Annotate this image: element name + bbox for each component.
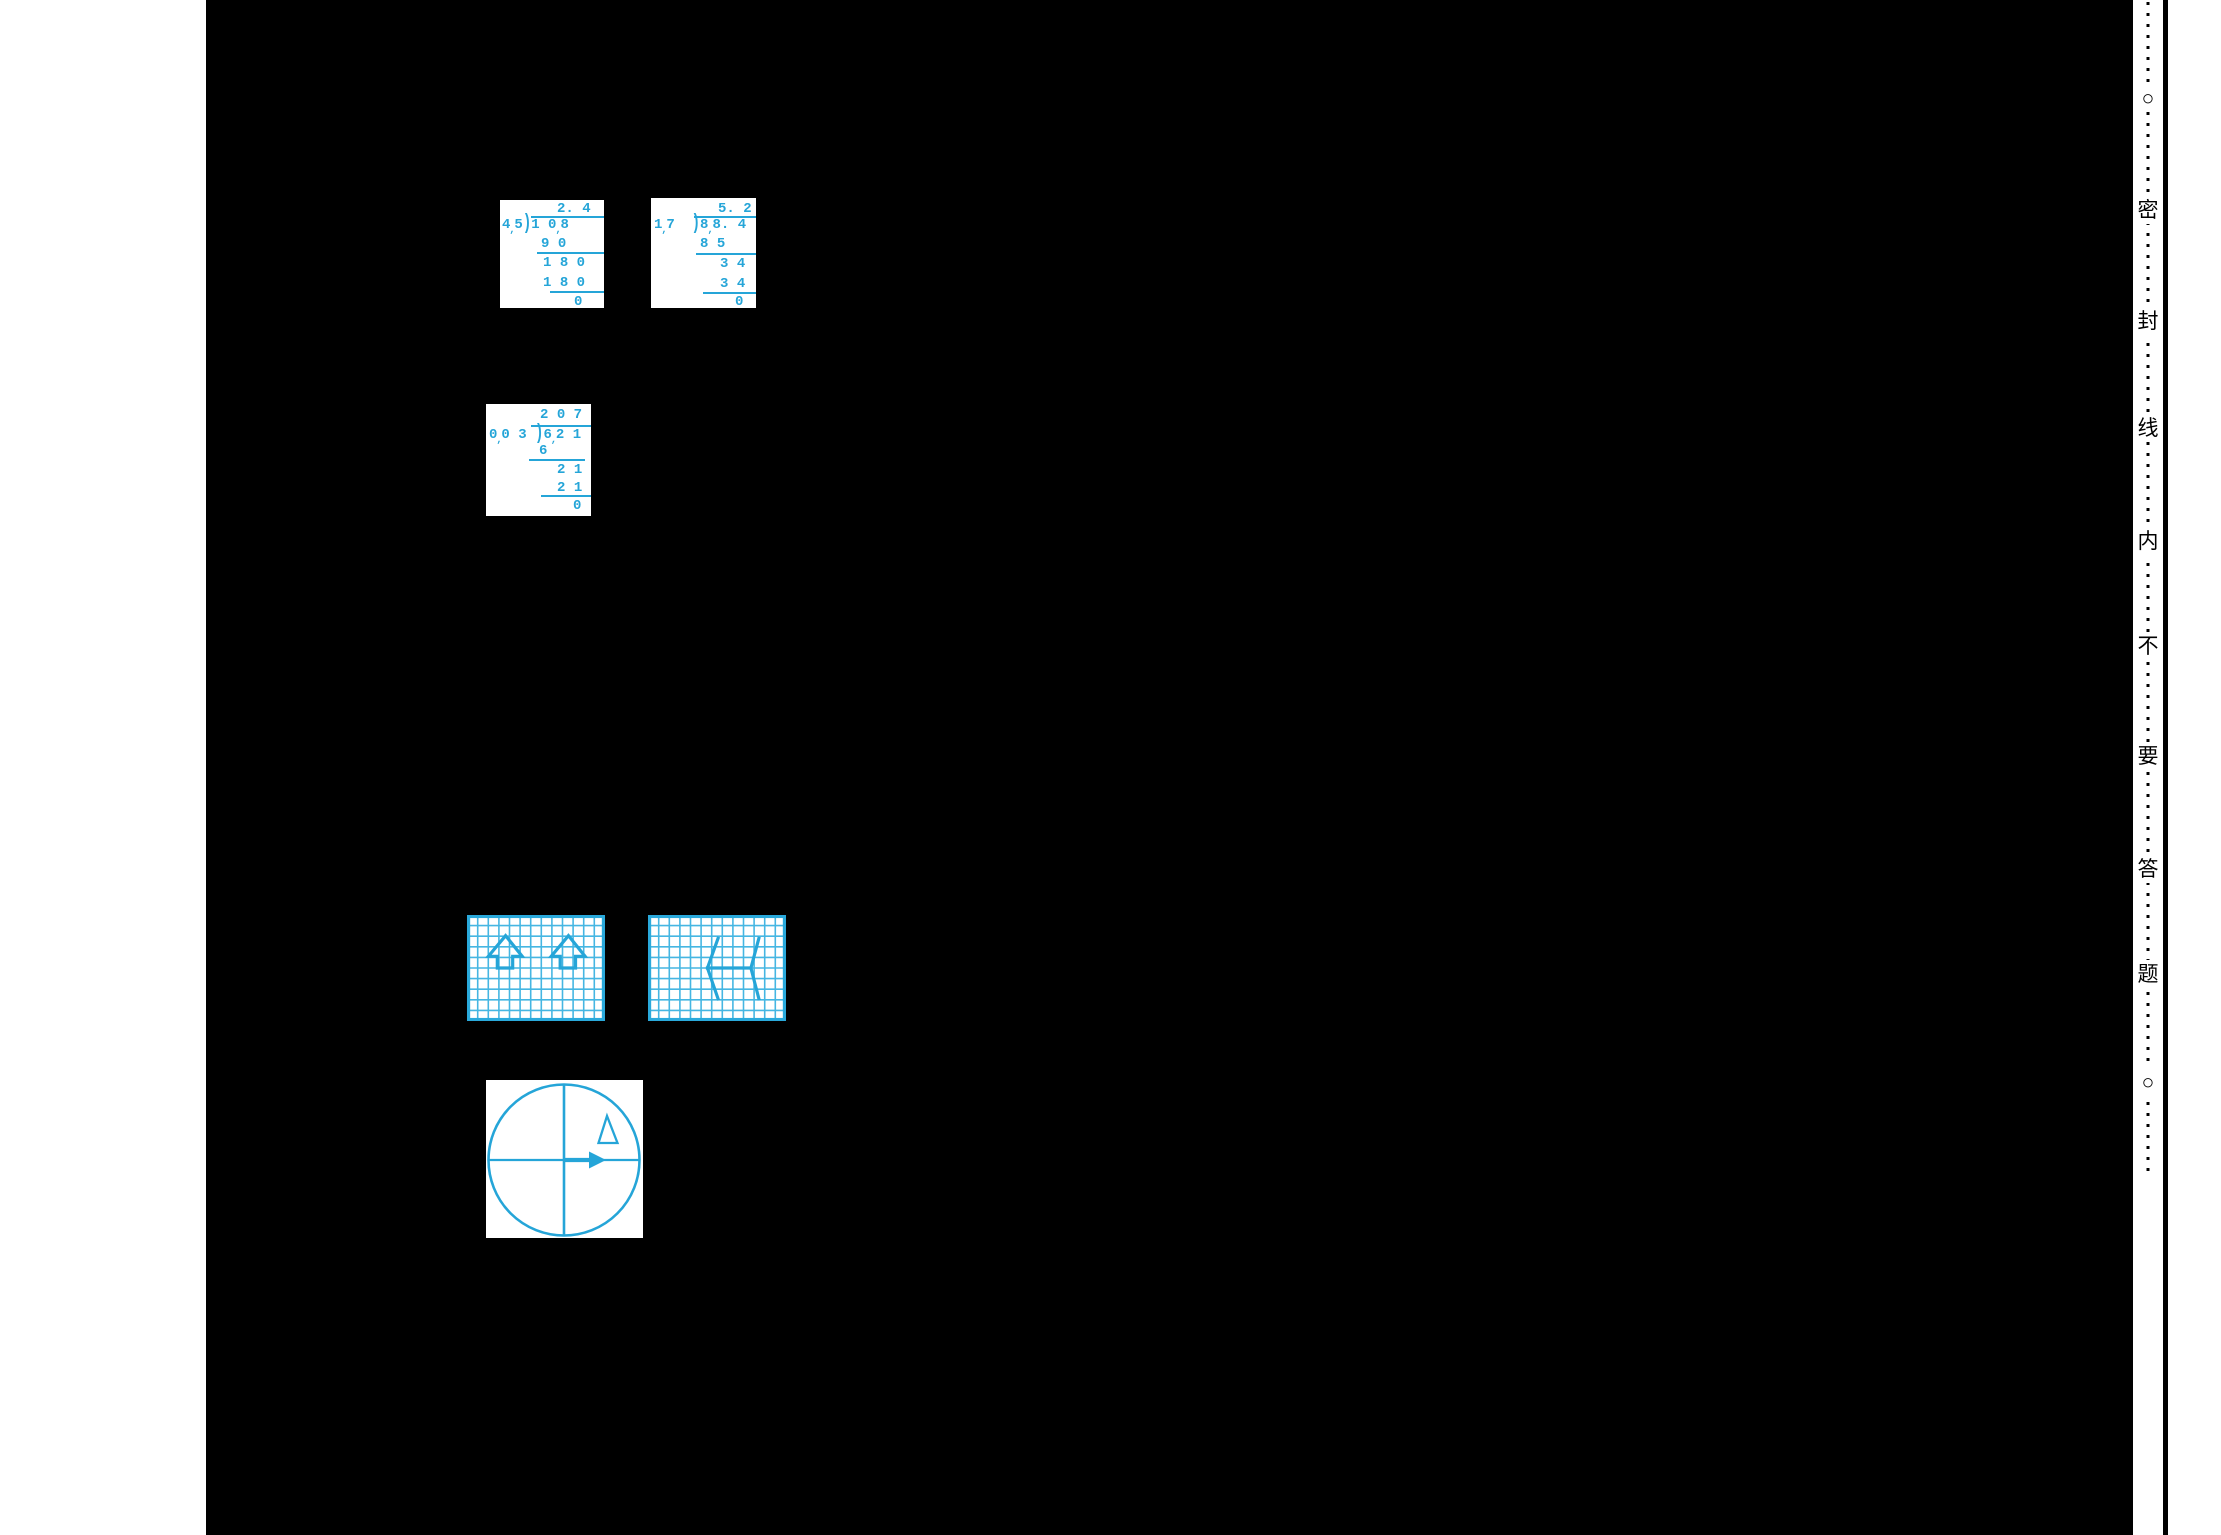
seal-line-char: 不	[2136, 632, 2160, 660]
step-line: 0	[574, 294, 583, 310]
decimal-shift-mark: ,	[707, 225, 714, 236]
subtraction-rule	[541, 495, 591, 497]
rotation-figure-svg	[487, 1083, 641, 1237]
rotation-figure-box	[486, 1080, 643, 1238]
quotient-line: 2 0 7	[540, 407, 583, 423]
arrow-shape	[484, 933, 526, 970]
grid-border	[647, 915, 787, 1021]
grid-svg	[466, 915, 606, 1021]
step-line: 3 4	[720, 256, 746, 272]
page-border-bar	[2163, 0, 2168, 1535]
division-bracket: )	[522, 211, 532, 237]
step-line: 8 5	[700, 236, 726, 252]
seal-line-char: ○	[2140, 1068, 2156, 1096]
decimal-shift-mark: ,	[550, 435, 557, 446]
seal-line-char: 要	[2136, 742, 2160, 770]
decimal-shift-mark: ,	[555, 225, 562, 236]
divisor-dividend-line: 4,5)1 0,8	[502, 211, 569, 237]
step-line: 1 8 0	[543, 255, 586, 271]
subtraction-rule	[550, 291, 604, 293]
grid-figure-box-2	[646, 915, 788, 1021]
seal-line-char: 答	[2136, 855, 2160, 883]
step-line: 3 4	[720, 276, 746, 292]
arrow-shape	[749, 936, 761, 1001]
divisor-dividend-line: 0,0 3 )6,2 1	[489, 421, 582, 447]
grid-svg	[647, 915, 787, 1021]
seal-line-strip: ○ 密封线内不要答题 ○	[2128, 0, 2168, 1535]
division-bracket: )	[691, 211, 701, 237]
seal-line-char: 内	[2136, 527, 2160, 555]
grid-border	[466, 915, 606, 1021]
step-line: 1 8 0	[543, 275, 586, 291]
subtraction-rule	[696, 253, 756, 255]
division-bracket: )	[535, 421, 544, 447]
seal-line-char: 线	[2136, 414, 2160, 442]
triangle-marker	[596, 1112, 620, 1145]
step-line: 0	[573, 498, 582, 514]
vinculum-rule	[531, 216, 604, 218]
rotation-arrow-head	[589, 1151, 606, 1169]
decimal-shift-mark: ,	[496, 435, 503, 446]
step-line: 2 1	[557, 480, 583, 496]
seal-dotted-line	[2146, 2, 2150, 1174]
seal-line-char: ○	[2140, 84, 2156, 112]
decimal-shift-mark: ,	[509, 225, 516, 236]
vinculum-rule	[694, 216, 756, 218]
step-line: 0	[735, 294, 744, 310]
divisor-dividend-line: 1,7 )8,8. 4	[654, 211, 747, 237]
decimal-shift-mark: ,	[661, 225, 668, 236]
seal-line-char: 封	[2136, 307, 2160, 335]
grid-figure-box-1	[464, 915, 608, 1021]
quotient-line: 5. 2	[718, 201, 752, 217]
vinculum-rule	[531, 425, 591, 427]
step-line: 9 0	[541, 236, 567, 252]
step-line: 6	[539, 443, 548, 459]
arrow-shape	[547, 933, 589, 970]
seal-line-char: 题	[2136, 960, 2160, 988]
subtraction-rule	[703, 292, 756, 294]
subtraction-rule	[537, 252, 604, 254]
subtraction-rule	[529, 459, 585, 461]
quotient-line: 2. 4	[557, 201, 591, 217]
seal-line-char: 密	[2136, 196, 2160, 224]
step-line: 2 1	[557, 462, 583, 478]
